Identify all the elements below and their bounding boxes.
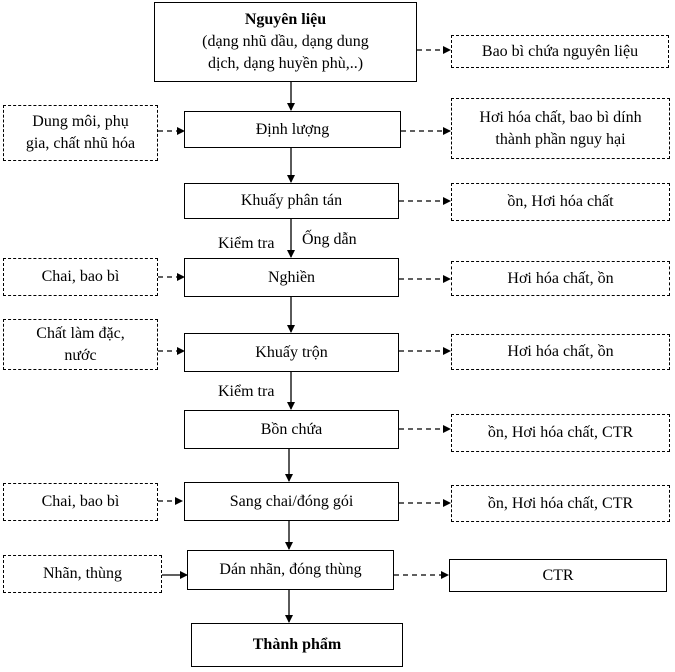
on-hoi-ctr-2-label: ồn, Hơi hóa chất, CTR [487,494,634,512]
step-bon-chua: Bồn chứa [184,410,399,449]
input-chai-bao-bi-1: Chai, bao bì [3,258,158,296]
output-hoi-hoa-chat-on-2: Hơi hóa chất, ồn [451,334,670,370]
khuay-phan-tan-label: Khuấy phân tán [240,192,343,209]
nghien-label: Nghiền [267,268,316,286]
label-ong-dan: Ống dẫn [302,231,357,248]
input-chat-lam-dac: Chất làm đặc, nước [3,319,158,370]
label-kiem-tra-2: Kiểm tra [218,383,275,400]
input-dung-moi: Dung môi, phụ gia, chất nhũ hóa [3,105,158,161]
nguyen-lieu-title: Nguyên liệu [244,11,327,28]
chat-lam-dac-line-1: Chất làm đặc, [36,324,125,342]
output-hoi-hoa-chat-bao-bi: Hơi hóa chất, bao bì dính thành phần ngu… [451,98,670,159]
bao-bi-nguyen-lieu-label: Bao bì chứa nguyên liệu [481,42,639,60]
hoi-hoa-chat-bao-bi-line-1: Hơi hóa chất, bao bì dính [479,108,642,126]
dinh-luong-label: Định lượng [255,120,330,138]
nguyen-lieu-desc-line-2: dịch, dạng huyền phù,..) [207,55,364,72]
nhan-thung-label: Nhãn, thùng [42,565,123,582]
output-hoi-hoa-chat-on-1: Hơi hóa chất, ồn [451,261,670,296]
chai-bao-bi-2-label: Chai, bao bì [41,493,120,510]
dan-nhan-label: Dán nhãn, đóng thùng [219,561,362,578]
output-ctr: CTR [449,559,667,592]
hoi-hoa-chat-on-2-label: Hơi hóa chất, ồn [507,343,614,360]
step-nghien: Nghiền [184,258,399,297]
dung-moi-line-1: Dung môi, phụ [32,113,129,130]
step-dan-nhan: Dán nhãn, đóng thùng [187,550,394,590]
sang-chai-label: Sang chai/đóng gói [229,492,354,510]
step-sang-chai: Sang chai/đóng gói [184,482,399,521]
output-on-hoi-ctr-1: ồn, Hơi hóa chất, CTR [451,414,670,452]
label-kiem-tra-1: Kiểm tra [218,235,275,252]
step-nguyen-lieu: Nguyên liệu (dạng nhũ dầu, dạng dung dịc… [154,2,417,82]
dung-moi-line-2: gia, chất nhũ hóa [25,135,136,152]
khuay-tron-label: Khuấy trộn [255,343,328,361]
on-hoi-hoa-chat-label: ồn, Hơi hóa chất [507,193,614,210]
step-dinh-luong: Định lượng [184,111,401,148]
input-chai-bao-bi-2: Chai, bao bì [3,483,158,521]
chat-lam-dac-line-2: nước [64,346,97,364]
input-arrows [158,127,185,505]
output-on-hoi-hoa-chat: ồn, Hơi hóa chất [451,183,670,221]
step-khuay-phan-tan: Khuấy phân tán [184,183,399,219]
hoi-hoa-chat-on-1-label: Hơi hóa chất, ồn [507,269,614,287]
output-bao-bi-nguyen-lieu: Bao bì chứa nguyên liệu [451,35,669,68]
ctr-label: CTR [542,566,574,584]
nguyen-lieu-desc-line-1: (dạng nhũ dầu, dạng dung [202,33,369,50]
output-on-hoi-ctr-2: ồn, Hơi hóa chất, CTR [451,485,670,522]
input-nhan-thung: Nhãn, thùng [3,555,162,593]
chai-bao-bi-1-label: Chai, bao bì [41,268,120,285]
hoi-hoa-chat-bao-bi-line-2: thành phần nguy hại [495,130,626,148]
step-thanh-pham: Thành phẩm [191,623,403,667]
output-arrows [394,46,451,579]
on-hoi-ctr-1-label: ồn, Hơi hóa chất, CTR [487,424,634,441]
thanh-pham-label: Thành phẩm [252,636,342,653]
main-flow-arrows [285,82,295,623]
bon-chua-label: Bồn chứa [260,420,323,438]
step-khuay-tron: Khuấy trộn [184,333,399,372]
